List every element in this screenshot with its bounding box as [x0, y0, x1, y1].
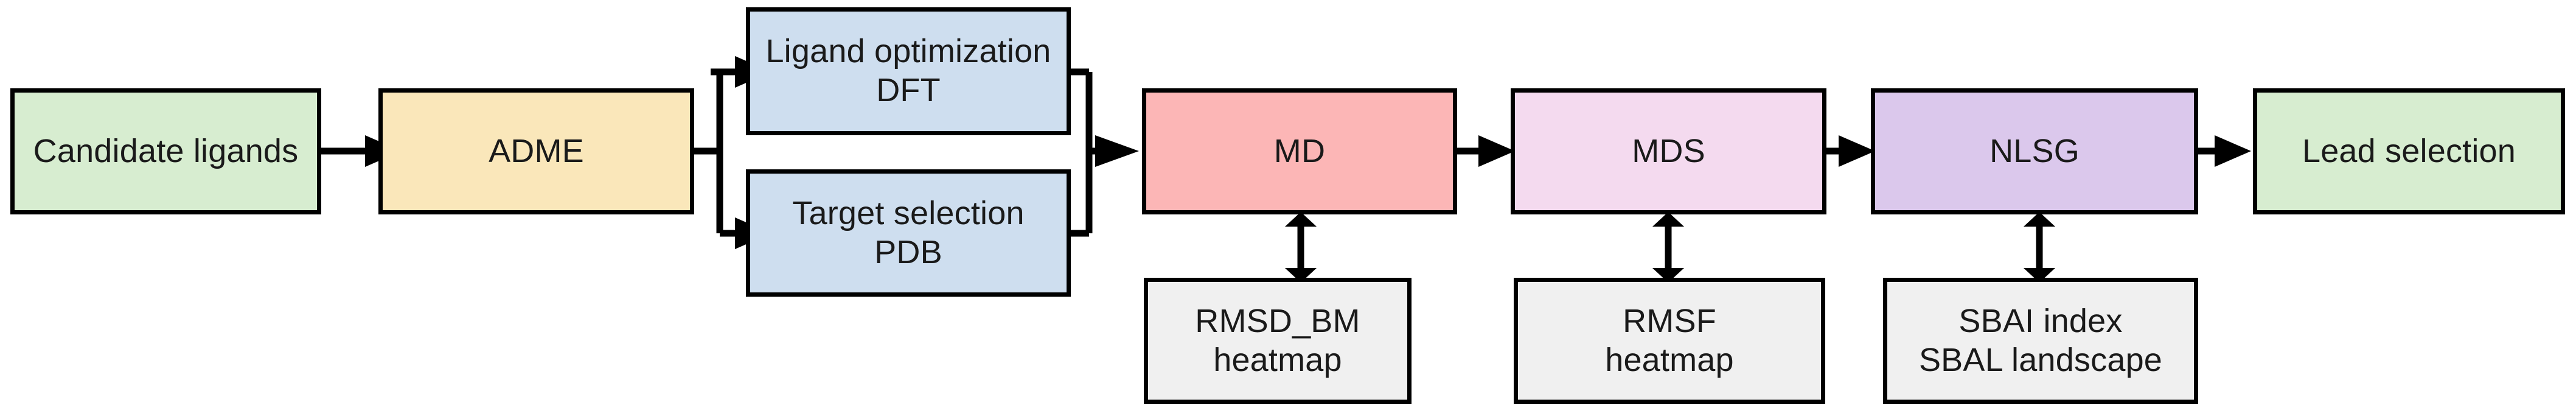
- node-label: Ligand optimization DFT: [765, 33, 1051, 108]
- edge-mds-rmsf: [1652, 212, 1684, 283]
- node-nlsg[interactable]: NLSG: [1871, 88, 2198, 214]
- node-adme[interactable]: ADME: [378, 88, 694, 214]
- node-label: ADME: [489, 132, 584, 169]
- edge-nlsg-sbai: [2024, 212, 2055, 283]
- node-label: NLSG: [1989, 132, 2080, 169]
- node-ligand-optimization-dft[interactable]: Ligand optimization DFT: [746, 7, 1071, 135]
- node-label: MD: [1273, 132, 1326, 169]
- edge-nlsg-to-lead-selection: [2198, 135, 2251, 167]
- node-target-selection-pdb[interactable]: Target selection PDB: [746, 169, 1071, 297]
- node-label: MDS: [1632, 132, 1705, 169]
- edge-merge-to-md: [1085, 72, 1139, 233]
- edge-mds-to-nlsg: [1826, 135, 1875, 167]
- edge-md-to-mds: [1457, 135, 1515, 167]
- edge-adme-branch: [694, 68, 727, 233]
- node-label: RMSF heatmap: [1605, 302, 1734, 378]
- node-label: RMSD_BM heatmap: [1195, 302, 1360, 378]
- node-label: Candidate ligands: [33, 132, 299, 169]
- node-label: SBAI index SBAL landscape: [1918, 302, 2163, 378]
- node-rmsd-bm-heatmap[interactable]: RMSD_BM heatmap: [1144, 278, 1412, 404]
- node-label: Target selection PDB: [792, 194, 1025, 270]
- node-mds[interactable]: MDS: [1511, 88, 1826, 214]
- node-candidate-ligands[interactable]: Candidate ligands: [10, 88, 321, 214]
- node-md[interactable]: MD: [1142, 88, 1457, 214]
- node-label: Lead selection: [2302, 132, 2516, 169]
- edge-md-rmsd-bm: [1285, 212, 1317, 283]
- node-lead-selection[interactable]: Lead selection: [2253, 88, 2565, 214]
- node-rmsf-heatmap[interactable]: RMSF heatmap: [1514, 278, 1825, 404]
- node-sbai-sbal[interactable]: SBAI index SBAL landscape: [1883, 278, 2198, 404]
